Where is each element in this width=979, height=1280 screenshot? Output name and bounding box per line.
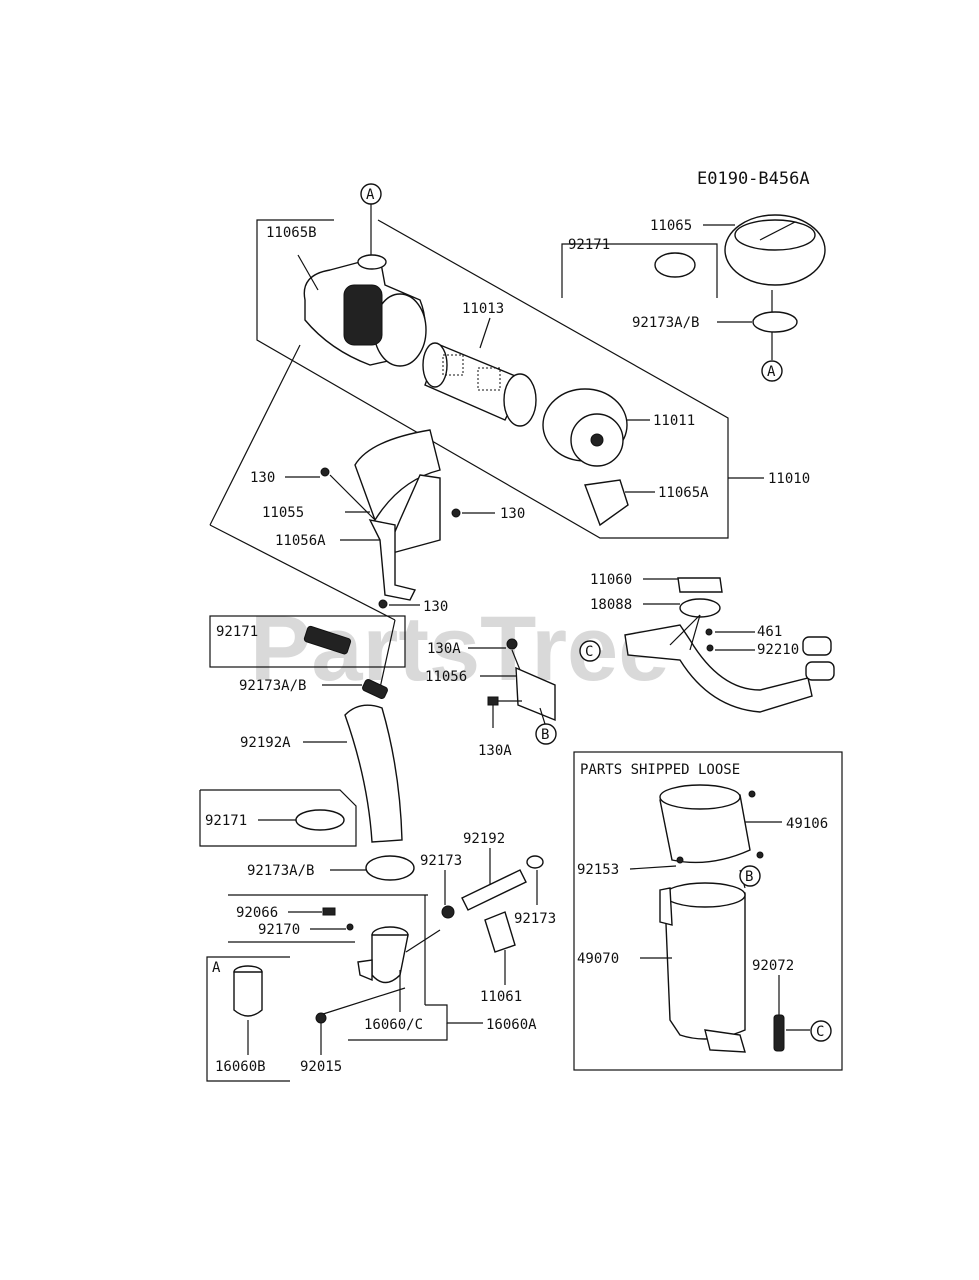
label-16060C: 16060/C: [364, 1017, 423, 1033]
label-49106: 49106: [786, 816, 828, 832]
bolt-130-c: [378, 599, 420, 609]
group-92171-mid: [209, 615, 406, 668]
nut-130A-a: [468, 638, 521, 671]
label-11060: 11060: [590, 572, 632, 588]
exhaust-pipe-92210: [624, 614, 835, 713]
label-92173AB-low: 92173A/B: [247, 863, 314, 879]
label-461: 461: [757, 624, 782, 640]
label-92072: 92072: [752, 958, 794, 974]
parts-shipped-loose-box: [573, 751, 843, 1071]
label-11065A: 11065A: [658, 485, 709, 501]
cover-11011: [542, 388, 650, 467]
label-92210: 92210: [757, 642, 799, 658]
svg-text:A: A: [767, 364, 776, 380]
label-92173-b: 92173: [514, 911, 556, 927]
label-11065: 11065: [650, 218, 692, 234]
label-130-b: 130: [500, 506, 525, 522]
label-130-a: 130: [250, 470, 275, 486]
hose-92192A: [303, 704, 403, 843]
label-92173-a: 92173: [420, 853, 462, 869]
label-49070: 49070: [577, 951, 619, 967]
valve-11065A: [584, 479, 655, 527]
label-92192A: 92192A: [240, 735, 291, 751]
air-cleaner-housing: [297, 254, 427, 367]
air-cleaner-group-lines: [209, 219, 764, 689]
label-92171-mid: 92171: [216, 624, 258, 640]
label-16060B: 16060B: [215, 1059, 266, 1075]
callout-b-muffler: B: [739, 865, 761, 887]
label-92171-low: 92171: [205, 813, 247, 829]
clamp-92072: [773, 975, 810, 1052]
bracket-11055: [285, 429, 441, 557]
diagram-code: E0190-B456A: [697, 169, 810, 189]
elbow-16060C: [319, 895, 483, 1041]
label-92171-top: 92171: [568, 237, 610, 253]
label-130-c: 130: [423, 599, 448, 615]
screw-92153: [629, 856, 684, 870]
callout-a-top: A: [360, 183, 382, 255]
svg-text:B: B: [745, 869, 753, 885]
label-11011: 11011: [653, 413, 695, 429]
bolt-130-b: [451, 508, 495, 518]
inset-16060B: [206, 956, 290, 1082]
label-11056: 11056: [425, 669, 467, 685]
label-92066: 92066: [236, 905, 278, 921]
label-92192: 92192: [463, 831, 505, 847]
muffler-49070: [640, 869, 746, 1053]
label-11010: 11010: [768, 471, 810, 487]
label-11056A: 11056A: [275, 533, 326, 549]
label-92015: 92015: [300, 1059, 342, 1075]
nut-92015: [315, 1012, 327, 1055]
precleaner-cap-11065: [703, 214, 826, 286]
inset-a-label: A: [212, 960, 221, 976]
spark-arrester-49106: [659, 784, 782, 864]
label-11061: 11061: [480, 989, 522, 1005]
gasket-11061: [484, 911, 516, 985]
label-92153: 92153: [577, 862, 619, 878]
label-16060A: 16060A: [486, 1017, 537, 1033]
callout-c-muffler: C: [810, 1020, 832, 1042]
clamp-92173AB-top: [717, 290, 798, 360]
label-11013: 11013: [462, 301, 504, 317]
label-130A-a: 130A: [427, 641, 461, 657]
loose-box-title: PARTS SHIPPED LOOSE: [580, 762, 740, 778]
callout-a-right: A: [761, 360, 783, 382]
group-92171-top: [561, 243, 718, 298]
label-92173AB-mid: 92173A/B: [239, 678, 306, 694]
label-11065B: 11065B: [266, 225, 317, 241]
pipe-92192: [441, 848, 544, 919]
clamp-92173AB-low: [330, 855, 415, 881]
bolt-130A-b: [487, 696, 522, 728]
bracket-11056: [480, 666, 556, 725]
filter-element-11013: [422, 317, 537, 427]
callout-c-pipe: C: [579, 640, 601, 662]
svg-text:C: C: [585, 644, 593, 660]
gasket-11060: [643, 577, 723, 593]
svg-text:B: B: [541, 727, 549, 743]
label-92173AB-top: 92173A/B: [632, 315, 699, 331]
bracket-11056A: [340, 519, 417, 601]
label-11055: 11055: [262, 505, 304, 521]
group-92171-low: [199, 789, 357, 847]
label-92170: 92170: [258, 922, 300, 938]
label-18088: 18088: [590, 597, 632, 613]
callout-b-bracket: B: [535, 723, 557, 745]
label-130A-b: 130A: [478, 743, 512, 759]
svg-text:C: C: [816, 1024, 824, 1040]
svg-text:A: A: [366, 187, 375, 203]
clamp-92173AB-mid: [322, 678, 388, 700]
screws-92066-92170: [228, 894, 428, 943]
